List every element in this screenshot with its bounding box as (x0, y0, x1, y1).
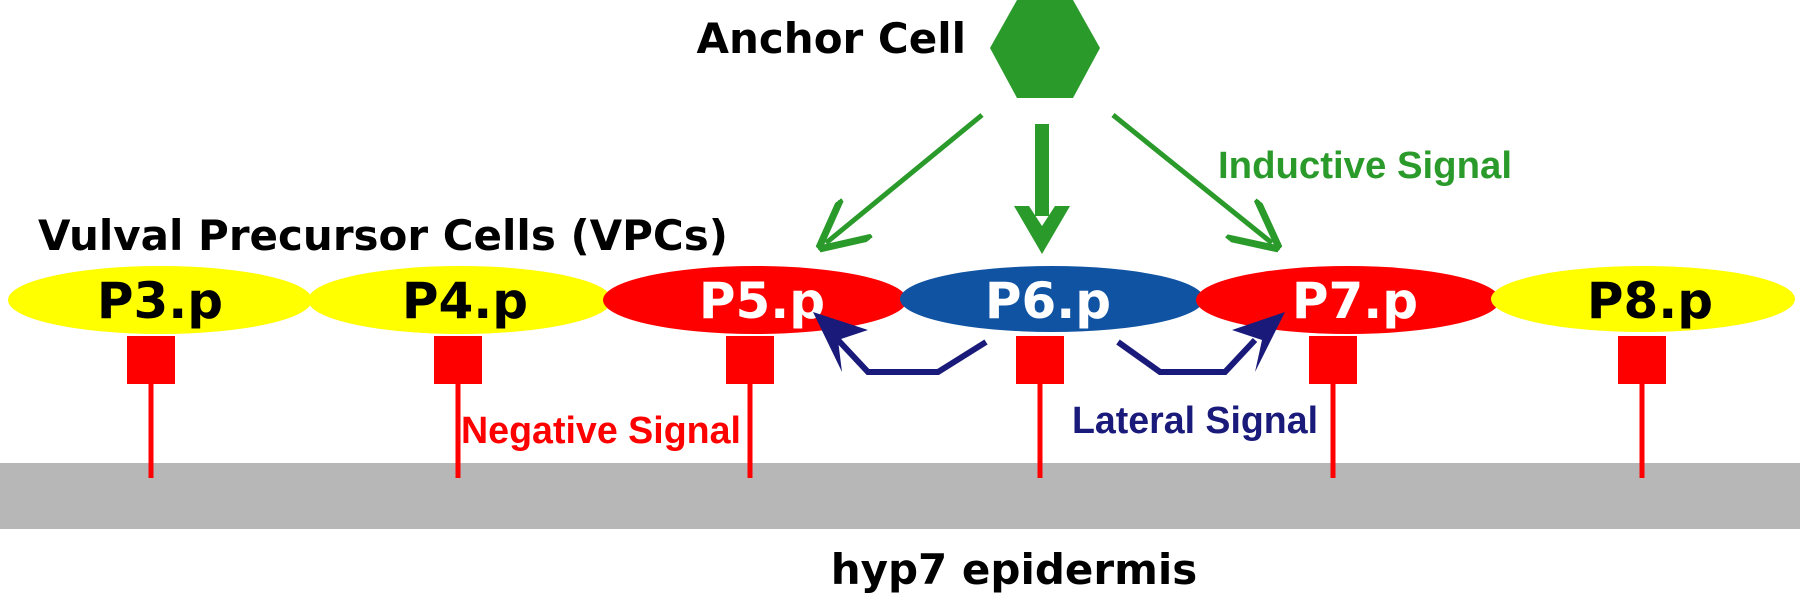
negative-signal-label: Negative Signal (461, 410, 741, 452)
inductive-arrow-p6 (1014, 124, 1070, 254)
anchor-cell-label: Anchor Cell (697, 14, 967, 63)
cell-p5-label: P5.p (699, 272, 825, 330)
cell-p5-body (603, 266, 907, 334)
connector-p5 (726, 336, 774, 478)
cell-p8: P8.p (1491, 266, 1795, 332)
vpc-row: P3.p P4.p P5.p P6.p P7.p P8.p (8, 266, 1795, 334)
lateral-arrows (813, 312, 1285, 375)
connector-p7 (1309, 336, 1357, 478)
cell-p8-label: P8.p (1587, 272, 1713, 330)
cell-p3-label: P3.p (97, 272, 223, 330)
cell-p7-label: P7.p (1292, 272, 1418, 330)
cell-p4-body (308, 266, 612, 334)
vpc-heading: Vulval Precursor Cells (VPCs) (38, 211, 728, 260)
lateral-arrow-to-p5-shaft (835, 337, 988, 375)
cell-p5: P5.p (603, 266, 907, 334)
cell-p4: P4.p (308, 266, 612, 334)
lateral-arrow-to-p5-head (813, 312, 868, 372)
epidermis-label: hyp7 epidermis (831, 545, 1198, 594)
anchor-cell-hexagon (990, 0, 1100, 98)
lateral-arrow-to-p7-shaft (1116, 337, 1258, 375)
cell-p7: P7.p (1196, 266, 1500, 334)
connector-p4 (434, 336, 482, 478)
cell-connectors (127, 336, 1666, 478)
inductive-arrow-p7 (1111, 113, 1272, 243)
inductive-arrow-p5 (826, 113, 984, 243)
cell-p6-body (900, 266, 1204, 332)
cell-p3-body (8, 266, 312, 334)
cell-p3: P3.p (8, 266, 312, 334)
cell-p4-label: P4.p (402, 272, 528, 330)
cell-p6-label: P6.p (985, 272, 1111, 330)
inductive-signal-label: Inductive Signal (1218, 145, 1512, 187)
connector-p6 (1016, 336, 1064, 478)
cell-p6: P6.p (900, 266, 1204, 332)
lateral-arrow-to-p7-head (1232, 312, 1285, 372)
connector-p8 (1618, 336, 1666, 478)
hyp7-epidermis-band (0, 463, 1800, 529)
lateral-signal-label: Lateral Signal (1072, 400, 1318, 442)
connector-p3 (127, 336, 175, 478)
cell-p8-body (1491, 266, 1795, 332)
inductive-arrows (826, 113, 1272, 254)
